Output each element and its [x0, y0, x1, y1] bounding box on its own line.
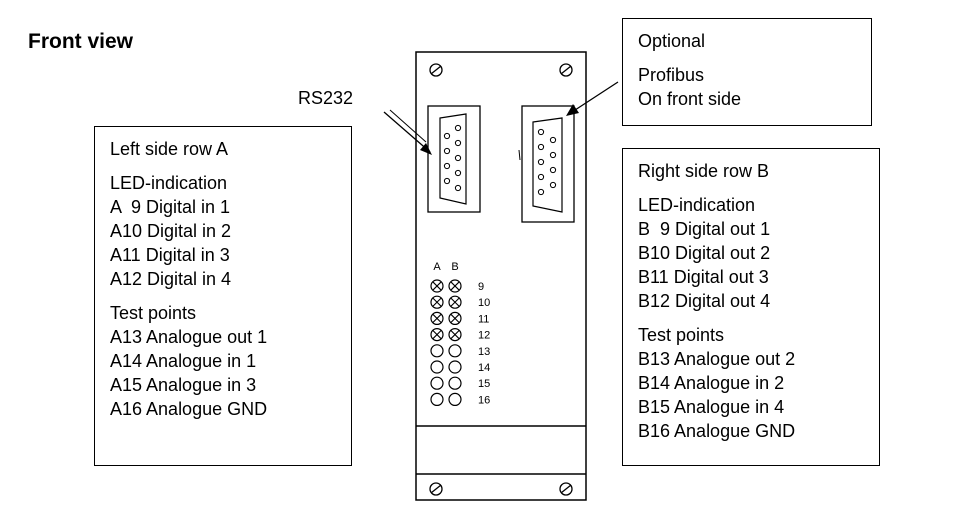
screw-icon	[559, 63, 573, 77]
test-point-icon	[430, 376, 444, 390]
pin-number-label: 15	[478, 378, 490, 390]
box-line: B12 Digital out 4	[638, 291, 771, 311]
pin-number-label: 14	[478, 362, 490, 374]
box-line: Left side row A	[110, 139, 229, 159]
screw-icon	[429, 482, 443, 496]
page-title: Front view	[28, 30, 134, 53]
column-label-a: A	[433, 261, 441, 273]
test-point-icon	[430, 344, 444, 358]
box-line: A11 Digital in 3	[110, 245, 230, 265]
pin-number-label: 13	[478, 346, 490, 358]
test-point-icon	[430, 360, 444, 374]
test-point-icon	[448, 344, 462, 358]
led-indicator-icon	[430, 295, 444, 309]
box-line: B13 Analogue out 2	[638, 349, 796, 369]
box-line: On front side	[638, 89, 742, 109]
test-point-icon	[448, 376, 462, 390]
pin-number-label: 11	[478, 313, 489, 325]
pin-number-label: 12	[478, 330, 490, 342]
test-point-icon	[448, 360, 462, 374]
right-side-row-b-box: Right side row B LED-indication B 9 Digi…	[622, 148, 880, 466]
panel-outline	[415, 51, 587, 501]
box-line: B15 Analogue in 4	[638, 397, 785, 417]
box-line: B10 Digital out 2	[638, 243, 771, 263]
box-line: Test points	[110, 303, 197, 323]
led-indicator-icon	[448, 328, 462, 342]
box-line: B16 Analogue GND	[638, 421, 796, 441]
box-line: Optional	[638, 31, 706, 51]
box-line: LED-indication	[638, 195, 756, 215]
box-line: A10 Digital in 2	[110, 221, 232, 241]
rs232-label: RS232	[298, 88, 354, 108]
box-line: B11 Digital out 3	[638, 267, 769, 287]
box-line: A15 Analogue in 3	[110, 375, 257, 395]
led-indicator-icon	[430, 279, 444, 293]
box-line: A14 Analogue in 1	[110, 351, 257, 371]
box-line: A12 Digital in 4	[110, 269, 232, 289]
left-side-row-a-box: Left side row A LED-indication A 9 Digit…	[94, 126, 352, 466]
pin-rows: 9 10 11 12 13 14 15 16	[430, 279, 490, 406]
led-indicator-icon	[448, 311, 462, 325]
led-indicator-icon	[448, 279, 462, 293]
box-line: B 9 Digital out 1	[638, 219, 771, 239]
test-point-icon	[430, 392, 444, 406]
profibus-arrow	[566, 81, 619, 116]
pin-number-label: 16	[478, 394, 490, 406]
pin-number-label: 10	[478, 297, 490, 309]
box-line: Test points	[638, 325, 725, 345]
rs232-arrow	[383, 109, 432, 155]
screw-icon	[559, 482, 573, 496]
box-line: A16 Analogue GND	[110, 399, 268, 419]
led-indicator-icon	[430, 328, 444, 342]
box-line: A 9 Digital in 1	[110, 197, 231, 217]
screw-icon	[429, 63, 443, 77]
led-indicator-icon	[448, 295, 462, 309]
box-line: Right side row B	[638, 161, 770, 181]
pin-number-label: 9	[478, 281, 484, 293]
optional-profibus-box: Optional Profibus On front side	[622, 18, 872, 126]
box-line: LED-indication	[110, 173, 228, 193]
test-point-icon	[448, 392, 462, 406]
profibus-connector-icon	[518, 105, 575, 223]
rs232-connector-icon	[427, 105, 481, 213]
box-line: Profibus	[638, 65, 705, 85]
box-line: B14 Analogue in 2	[638, 373, 785, 393]
box-line: A13 Analogue out 1	[110, 327, 268, 347]
column-label-b: B	[451, 261, 458, 273]
led-indicator-icon	[430, 311, 444, 325]
